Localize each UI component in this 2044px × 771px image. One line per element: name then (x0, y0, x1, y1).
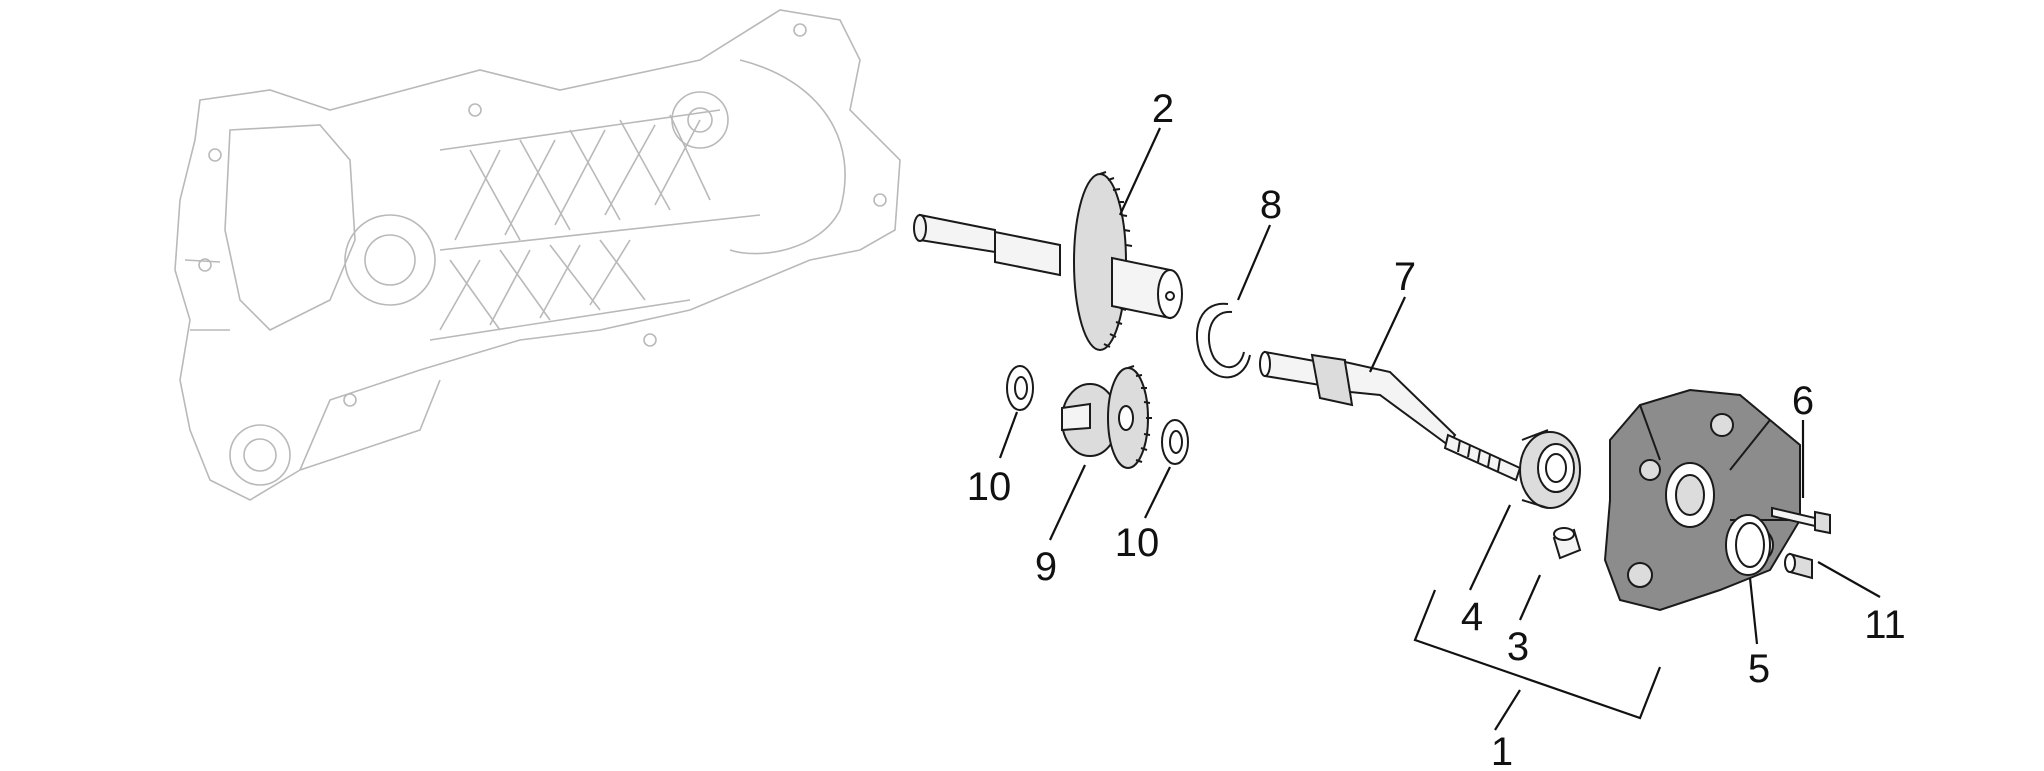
leader-4 (1469, 504, 1511, 591)
part-11-plug (1784, 552, 1813, 580)
part-4-bearing (1519, 429, 1581, 509)
callout-3: 3 (1507, 625, 1529, 669)
part-7-output-shaft (1259, 350, 1522, 482)
part-9-intermediate-gear (1061, 365, 1152, 469)
leader-10b (1144, 466, 1171, 519)
callout-11: 11 (1864, 603, 1906, 647)
callout-5: 5 (1748, 647, 1770, 691)
callout-1: 1 (1491, 730, 1513, 771)
callout-10-right: 10 (1115, 521, 1160, 565)
crankcase-ghost (174, 9, 901, 501)
part-3-dowel-pin (1552, 527, 1582, 560)
bracket-1 (1413, 589, 1662, 720)
leader-3 (1518, 574, 1542, 621)
leader-1 (1494, 689, 1521, 731)
part-10-washer-left (1006, 365, 1034, 411)
callout-7: 7 (1394, 255, 1416, 299)
leader-7 (1369, 296, 1406, 373)
part-8-circlip (1195, 302, 1251, 379)
part-6-bolt (1771, 506, 1831, 535)
leader-10a (998, 411, 1019, 459)
callout-labels: 2 8 7 10 9 10 4 3 6 5 11 1 (967, 87, 1906, 771)
part-2-gear-shaft (913, 171, 1183, 351)
leader-2 (1119, 127, 1161, 216)
callout-6: 6 (1792, 379, 1814, 423)
leader-lines (998, 127, 1881, 731)
part-1-transmission-cover (1603, 388, 1801, 612)
part-10-washer-right (1161, 419, 1189, 465)
leader-11 (1817, 561, 1881, 598)
leader-8 (1236, 224, 1272, 301)
callout-2: 2 (1152, 87, 1174, 131)
callout-10-left: 10 (967, 465, 1012, 509)
callout-8: 8 (1260, 183, 1282, 227)
part-5-o-ring (1725, 514, 1771, 576)
leader-9 (1049, 464, 1086, 541)
callout-9: 9 (1035, 545, 1057, 589)
leader-5 (1748, 577, 1759, 645)
callout-4: 4 (1461, 595, 1483, 639)
